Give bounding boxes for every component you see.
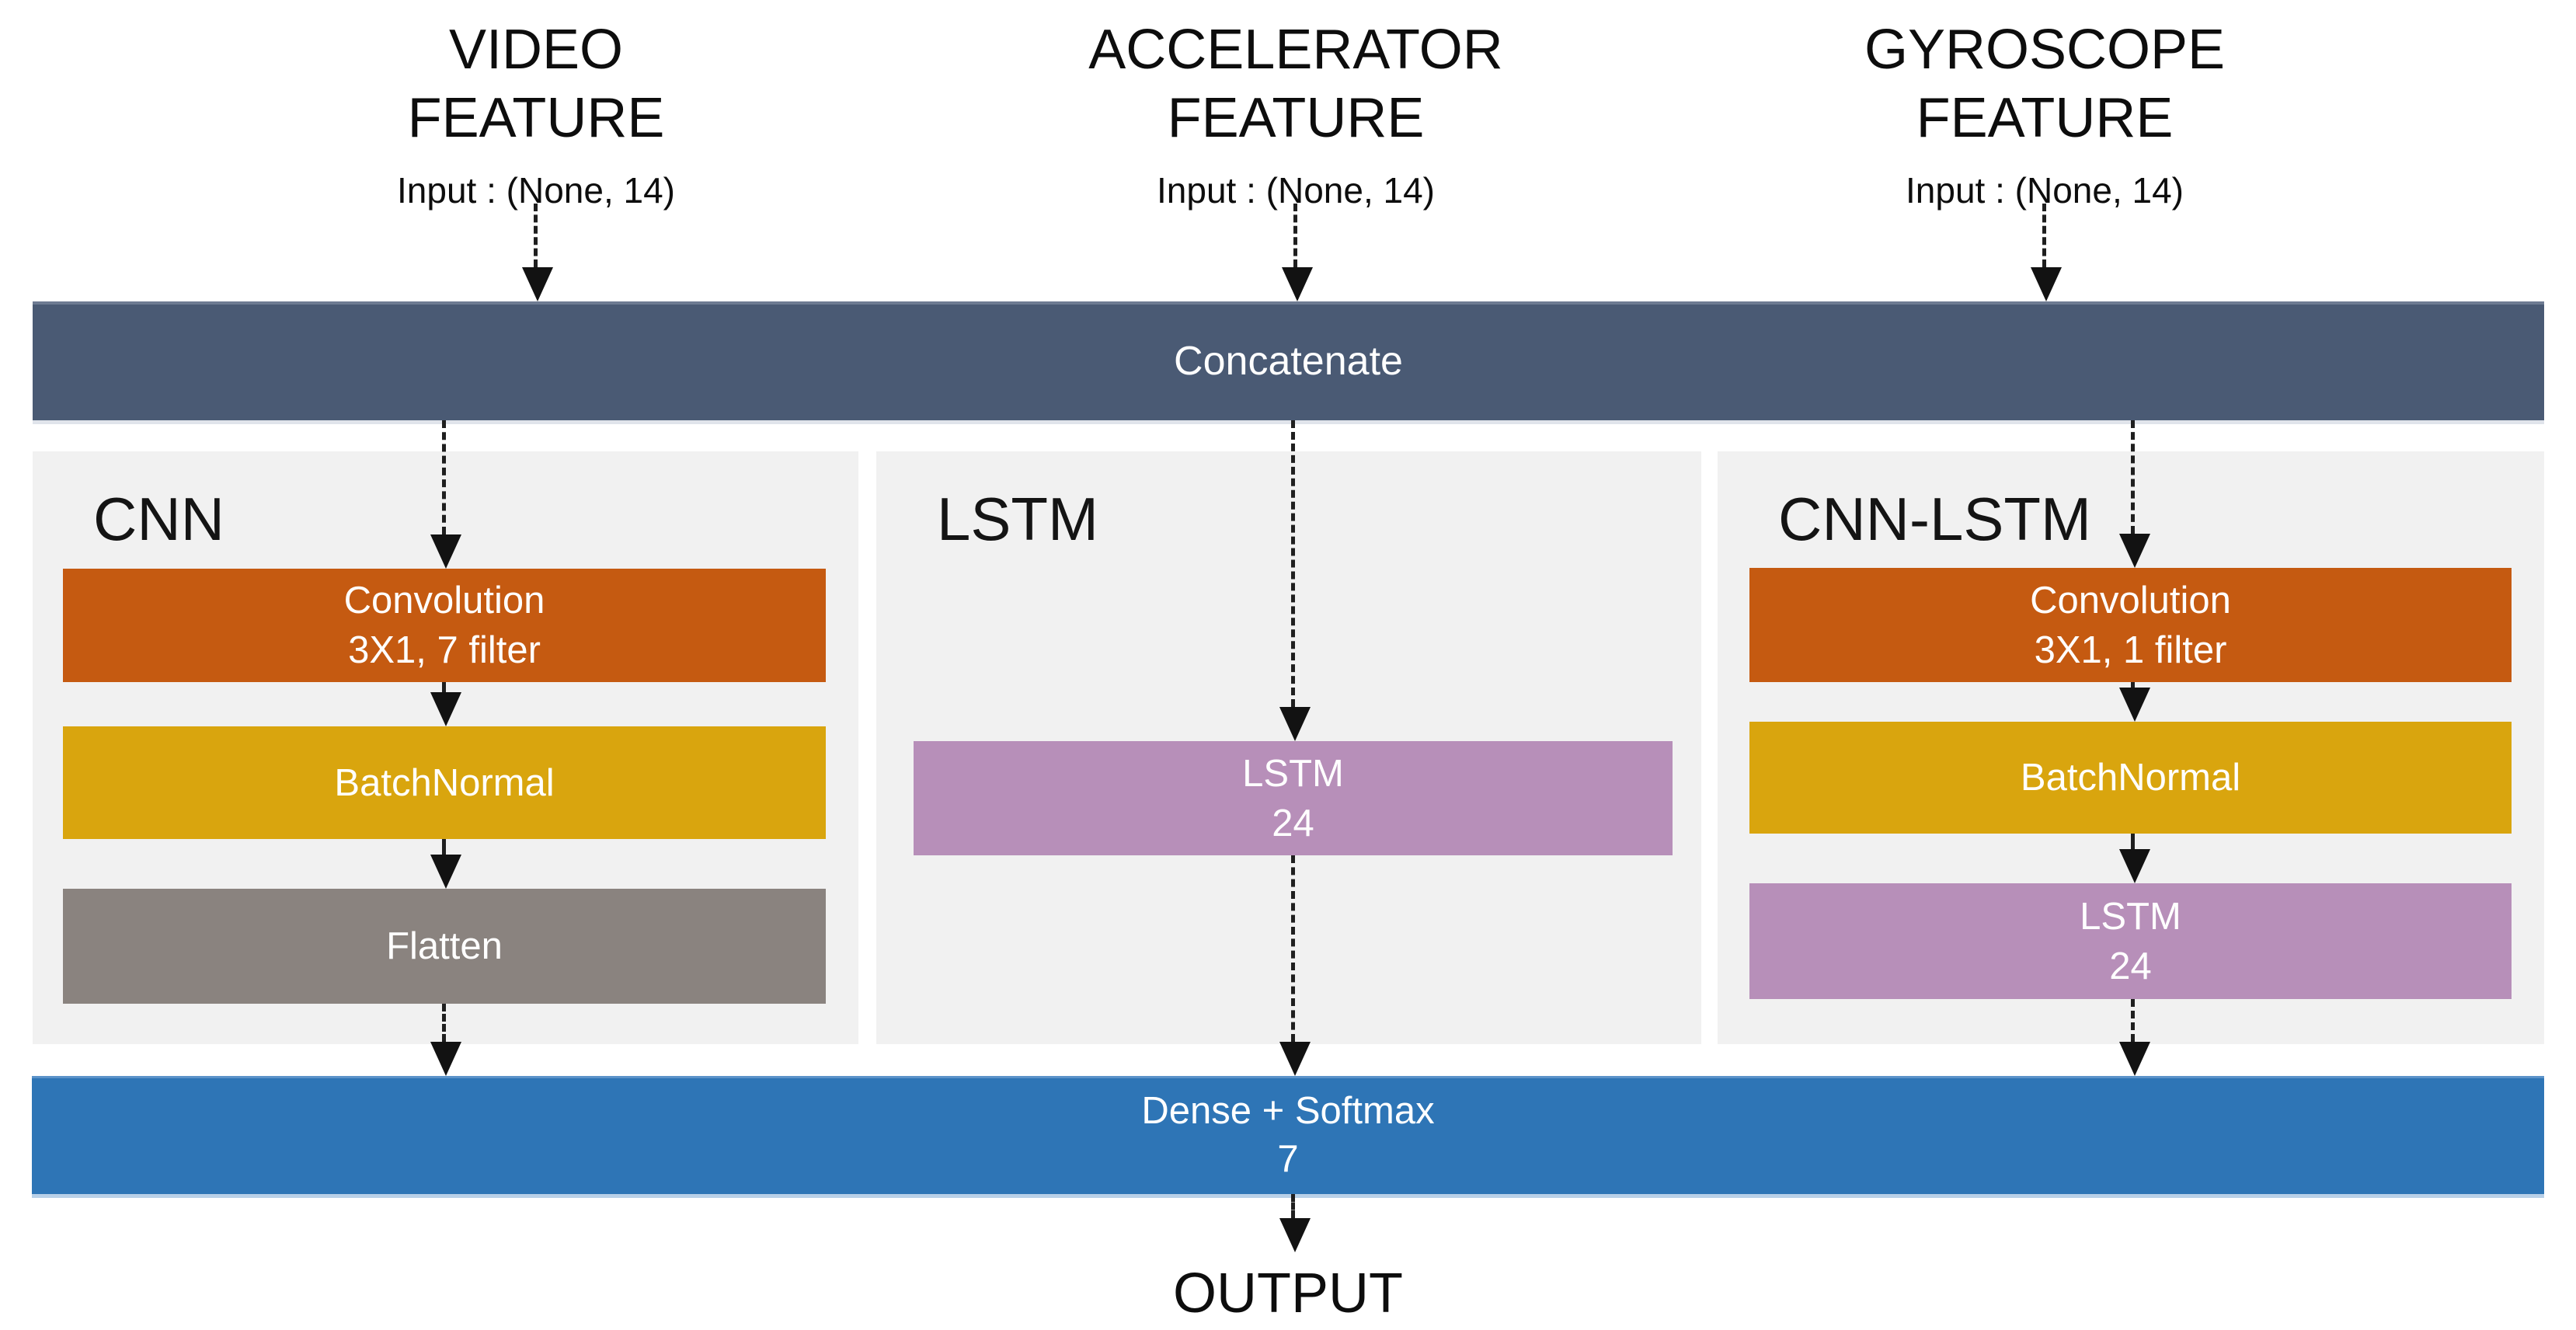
arrow-down-icon [430,682,461,726]
concatenate-label: Concatenate [1174,338,1403,384]
input-title: GYROSCOPE FEATURE [1695,16,2394,152]
layer-label: Flatten [386,925,503,967]
arrow-down-icon [1279,855,1311,1076]
layer-sublabel: 3X1, 1 filter [2034,628,2227,671]
output-label: OUTPUT [1173,1262,1403,1325]
layer-label: Convolution [343,580,545,621]
input-title-line2: FEATURE [407,87,665,149]
input-title: ACCELERATOR FEATURE [946,16,1645,152]
layer-box-batchnormal: BatchNormal [1749,722,2512,834]
layer-sublabel: 24 [2109,945,2152,987]
layer-sublabel: 24 [1272,802,1314,844]
branch-title-cnn: CNN [93,485,225,553]
concatenate-bar: Concatenate [33,301,2544,420]
layer-box-convolution: Convolution 3X1, 7 filter [63,569,826,682]
layer-label: BatchNormal [334,761,555,804]
input-title-line1: VIDEO [448,19,624,81]
input-title-line1: GYROSCOPE [1864,19,2226,81]
input-title-line1: ACCELERATOR [1088,19,1503,81]
branch-title-lstm: LSTM [937,485,1099,553]
input-header-gyroscope: GYROSCOPE FEATURE Input : (None, 14) [1695,16,2394,211]
layer-box-lstm: LSTM 24 [1749,883,2512,999]
dense-sublabel: 7 [1277,1138,1299,1180]
layer-box-convolution: Convolution 3X1, 1 filter [1749,568,2512,682]
arrow-down-icon [2031,204,2062,301]
layer-box-batchnormal: BatchNormal [63,726,826,839]
arrow-down-icon [2119,420,2150,568]
input-title-line2: FEATURE [1167,87,1425,149]
arrow-down-icon [1279,1194,1311,1252]
input-title-line2: FEATURE [1916,87,2174,149]
arrow-down-icon [1279,420,1311,741]
layer-label: LSTM [2080,895,2181,938]
input-title: VIDEO FEATURE [186,16,886,152]
arrow-down-icon [522,204,553,301]
dense-label: Dense + Softmax [1141,1090,1435,1132]
input-header-video: VIDEO FEATURE Input : (None, 14) [186,16,886,211]
layer-box-lstm: LSTM 24 [914,741,1673,855]
arrow-down-icon [430,420,461,569]
layer-sublabel: 3X1, 7 filter [348,629,541,671]
input-header-accelerator: ACCELERATOR FEATURE Input : (None, 14) [946,16,1645,211]
arrow-down-icon [2119,999,2150,1076]
arrow-down-icon [2119,682,2150,722]
layer-label: LSTM [1242,752,1344,795]
arrow-down-icon [2119,834,2150,883]
branch-title-cnn-lstm: CNN-LSTM [1778,485,2091,553]
arrow-down-icon [430,839,461,889]
layer-label: Convolution [2030,579,2231,621]
layer-box-flatten: Flatten [63,889,826,1004]
layer-label: BatchNormal [2020,757,2241,799]
dense-softmax-bar: Dense + Softmax 7 [32,1076,2544,1194]
arrow-down-icon [1282,204,1313,301]
arrow-down-icon [430,1004,461,1076]
